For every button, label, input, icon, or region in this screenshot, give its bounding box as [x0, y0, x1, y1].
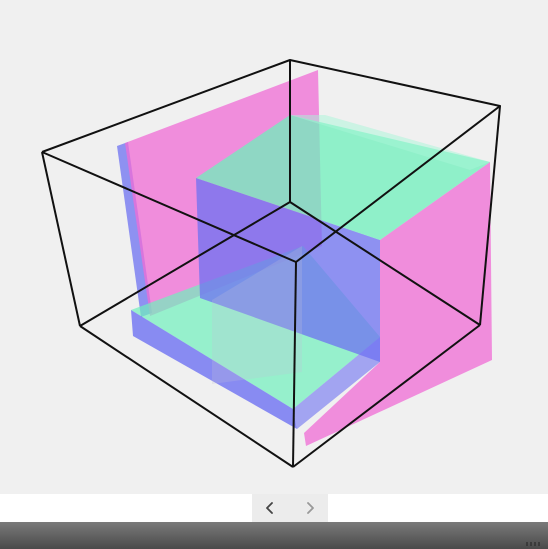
bottom-bar — [0, 522, 548, 549]
chevron-left-icon — [264, 501, 276, 515]
navigation-controls — [252, 494, 328, 522]
next-button[interactable] — [301, 499, 319, 517]
3d-viewport[interactable] — [0, 0, 548, 494]
navigation-strip — [0, 494, 548, 522]
chevron-right-icon — [304, 501, 316, 515]
resize-grip-icon[interactable] — [526, 542, 540, 546]
box-model — [0, 0, 548, 494]
prev-button[interactable] — [261, 499, 279, 517]
